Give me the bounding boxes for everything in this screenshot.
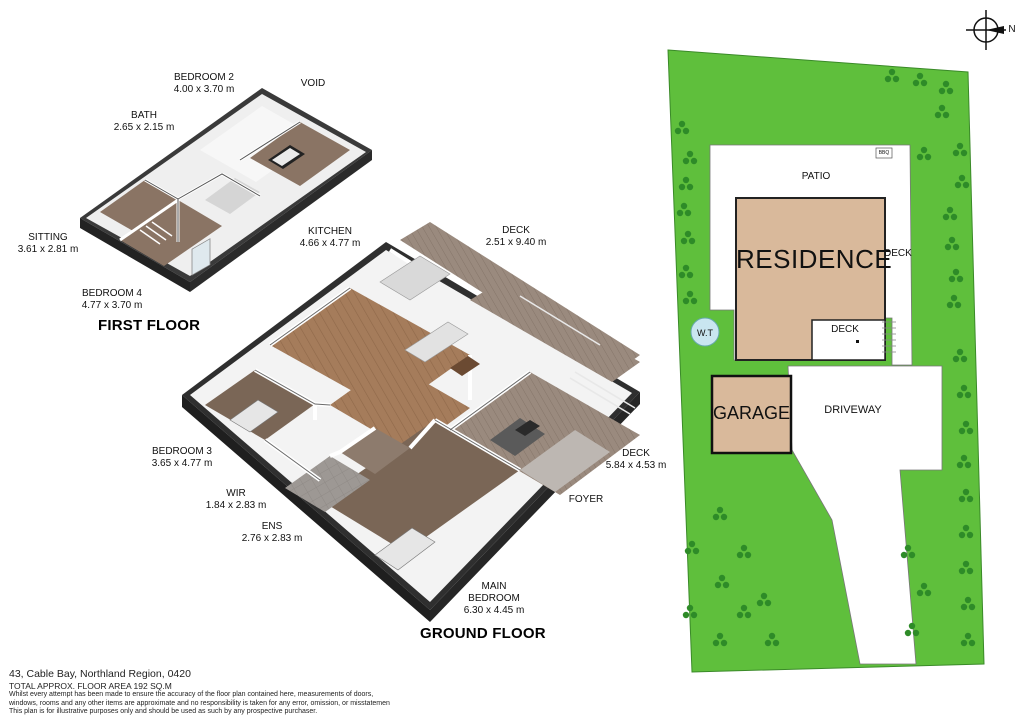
north-arrow-icon xyxy=(966,10,1006,50)
tree-cluster xyxy=(960,632,976,647)
patio-label: PATIO xyxy=(801,171,831,182)
tree-cluster xyxy=(682,604,698,619)
tree-cluster xyxy=(934,104,950,119)
tree-cluster xyxy=(676,202,692,217)
first-floor-title: FIRST FLOOR xyxy=(98,317,201,334)
tree-cluster xyxy=(674,120,690,135)
tree-cluster xyxy=(912,72,928,87)
tree-cluster xyxy=(764,632,780,647)
tree-cluster xyxy=(736,544,752,559)
tree-cluster xyxy=(682,290,698,305)
disclaimer-line-3: This plan is for illustrative purposes o… xyxy=(9,708,318,715)
tree-cluster xyxy=(958,560,974,575)
tree-cluster xyxy=(736,604,752,619)
deck-right-label: DECK xyxy=(884,248,912,259)
tree-cluster xyxy=(952,348,968,363)
tree-cluster xyxy=(916,582,932,597)
tree-cluster xyxy=(956,454,972,469)
trees xyxy=(674,68,976,647)
first-floor-plan xyxy=(80,88,372,292)
residence-label: RESIDENCE xyxy=(736,244,893,274)
tree-cluster xyxy=(960,596,976,611)
tree-cluster xyxy=(680,230,696,245)
tree-cluster xyxy=(682,150,698,165)
tree-cluster xyxy=(946,294,962,309)
tree-cluster xyxy=(948,268,964,283)
tree-cluster xyxy=(958,488,974,503)
tree-cluster xyxy=(958,420,974,435)
deck-inner-area xyxy=(811,319,886,361)
tree-cluster xyxy=(678,176,694,191)
footer: 43, Cable Bay, Northland Region, 0420 TO… xyxy=(9,668,429,717)
tree-cluster xyxy=(944,236,960,251)
north-label: N xyxy=(1008,24,1016,35)
tree-cluster xyxy=(756,592,772,607)
tree-cluster xyxy=(956,384,972,399)
garage-label: GARAGE xyxy=(712,403,791,423)
ground-floor-title: GROUND FLOOR xyxy=(420,625,546,642)
driveway-area xyxy=(787,365,943,665)
tree-cluster xyxy=(938,80,954,95)
disclaimer-line-2: windows, rooms and any other items are a… xyxy=(9,699,390,707)
ground-floor-plan xyxy=(182,222,640,622)
water-tank-label: W.T xyxy=(697,328,713,338)
tree-cluster xyxy=(900,544,916,559)
water-tank xyxy=(690,317,720,347)
tree-cluster xyxy=(884,68,900,83)
bbq xyxy=(875,147,893,159)
disclaimer-line-1: Whilst every attempt has been made to en… xyxy=(9,691,374,698)
driveway-label: DRIVEWAY xyxy=(824,404,882,416)
tree-cluster xyxy=(954,174,970,189)
tree-cluster xyxy=(712,632,728,647)
tree-cluster xyxy=(714,574,730,589)
tree-cluster xyxy=(942,206,958,221)
bbq-label: BBQ xyxy=(878,150,890,156)
tree-cluster xyxy=(916,146,932,161)
tree-cluster xyxy=(958,524,974,539)
tree-cluster xyxy=(904,622,920,637)
tree-cluster xyxy=(952,142,968,157)
garage-building xyxy=(710,374,793,455)
tree-cluster xyxy=(684,540,700,555)
tree-cluster xyxy=(678,264,694,279)
room-label-void: VOID xyxy=(300,78,326,89)
deck-inner-label: DECK xyxy=(831,324,859,335)
total-floor-area: TOTAL APPROX. FLOOR AREA 192 SQ.M xyxy=(9,681,172,691)
site-plan xyxy=(667,10,1006,673)
room-label-foyer: FOYER xyxy=(568,494,604,505)
property-address: 43, Cable Bay, Northland Region, 0420 xyxy=(9,668,191,680)
tree-cluster xyxy=(712,506,728,521)
